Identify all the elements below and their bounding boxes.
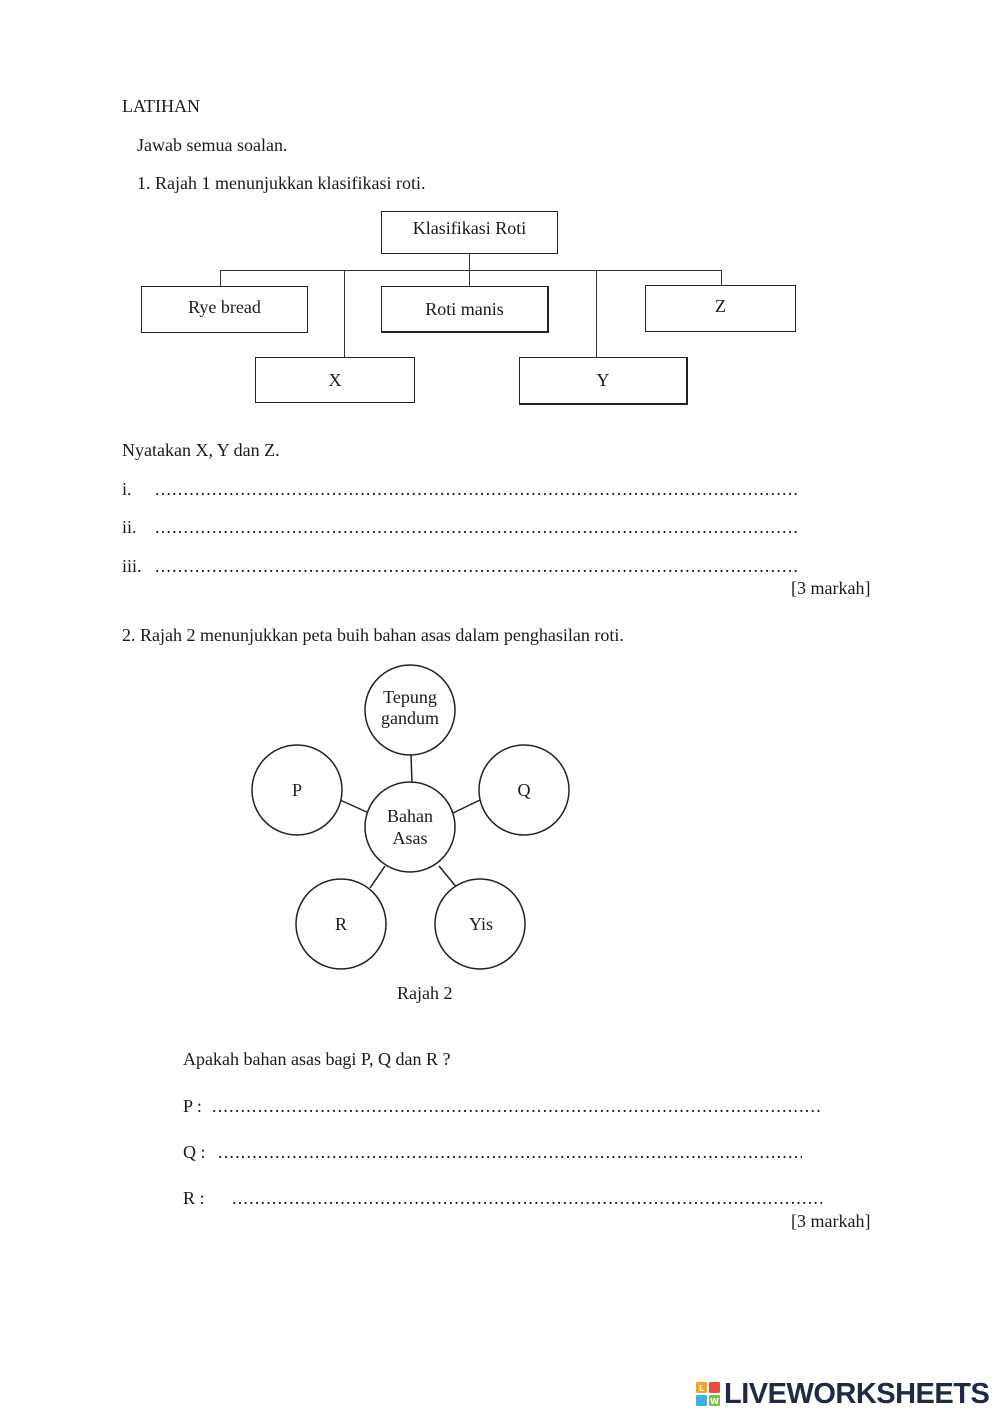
branch-line [220, 270, 722, 271]
answer-3-line[interactable]: ........................................… [155, 557, 797, 575]
connector-p [339, 799, 370, 814]
bubble-center-label-1: Bahan [387, 806, 433, 826]
bubble-r-label: R [335, 914, 347, 934]
rye-bread-box: Rye bread [141, 286, 308, 333]
manis-connector [469, 270, 470, 286]
answer-q-line[interactable]: ........................................… [218, 1143, 802, 1161]
question-1-prompt: Nyatakan X, Y dan Z. [122, 440, 280, 460]
bubble-r [295, 878, 387, 970]
bubble-p-label: P [292, 780, 302, 800]
connector-q [452, 799, 481, 814]
rye-connector [220, 270, 221, 286]
bubble-center-label-2: Asas [393, 828, 428, 848]
instruction-text: Jawab semua soalan. [137, 135, 288, 155]
bubble-q [478, 744, 570, 836]
answer-1-line[interactable]: ........................................… [155, 480, 797, 498]
bubble-top-label-1: Tepung [383, 687, 437, 707]
connector-top [410, 753, 413, 785]
y-connector [596, 270, 597, 357]
x-connector [344, 270, 345, 357]
question-1-text: 1. Rajah 1 menunjukkan klasifikasi roti. [137, 173, 426, 193]
root-connector [469, 254, 470, 271]
answer-1-label: i. [122, 479, 132, 499]
question-1-marks: [3 markah] [791, 578, 871, 598]
z-connector [721, 270, 722, 285]
answer-2-label: ii. [122, 517, 137, 537]
svg-text:W: W [710, 1397, 719, 1406]
bubble-top-label-2: gandum [381, 708, 439, 728]
question-2-text: 2. Rajah 2 menunjukkan peta buih bahan a… [122, 625, 624, 645]
answer-q-label: Q : [183, 1142, 206, 1162]
root-box: Klasifikasi Roti [381, 211, 558, 254]
bubble-yis-label: Yis [469, 914, 493, 934]
connector-r [369, 865, 386, 889]
x-box: X [255, 357, 415, 403]
connector-yis [438, 865, 459, 890]
bubble-p [251, 744, 343, 836]
page-title: LATIHAN [122, 96, 200, 116]
liveworksheets-logo-text: LIVEWORKSHEETS [724, 1377, 990, 1410]
liveworksheets-logo-icon: L W [696, 1382, 720, 1406]
y-box: Y [519, 357, 688, 405]
bubble-yis [434, 878, 526, 970]
answer-r-line[interactable]: ........................................… [232, 1189, 822, 1207]
bubble-center [364, 781, 456, 873]
answer-r-label: R : [183, 1188, 205, 1208]
z-box: Z [645, 285, 796, 332]
question-2-prompt: Apakah bahan asas bagi P, Q dan R ? [183, 1049, 451, 1069]
answer-2-line[interactable]: ........................................… [155, 518, 797, 536]
answer-p-label: P : [183, 1096, 202, 1116]
question-2-marks: [3 markah] [791, 1211, 871, 1231]
bubble-top [364, 664, 456, 756]
figure-caption: Rajah 2 [397, 983, 453, 1003]
svg-text:L: L [699, 1384, 704, 1393]
answer-3-label: iii. [122, 556, 142, 576]
liveworksheets-logo: L W LIVEWORKSHEETS [696, 1377, 990, 1410]
roti-manis-box: Roti manis [381, 286, 549, 333]
answer-p-line[interactable]: ........................................… [212, 1097, 820, 1115]
bubble-q-label: Q [518, 780, 531, 800]
